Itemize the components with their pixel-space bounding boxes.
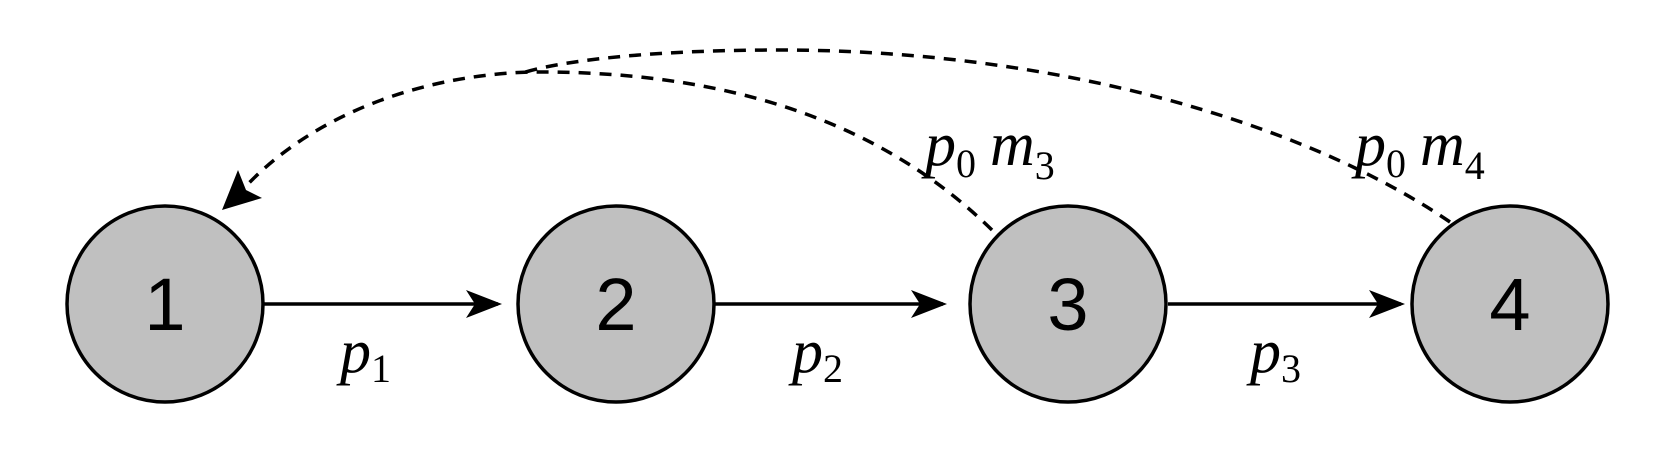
feedback-arrowhead bbox=[222, 170, 262, 210]
node-4: 4 bbox=[1410, 204, 1610, 404]
node-3-label: 3 bbox=[1047, 263, 1088, 346]
feedback-3-m-symbol: m bbox=[990, 111, 1035, 179]
feedback-4-m-symbol: m bbox=[1420, 111, 1465, 179]
edge-1-2-symbol: p bbox=[336, 318, 371, 386]
edge-3-4-subscript: 3 bbox=[1281, 346, 1301, 391]
feedback-4-p-subscript: 0 bbox=[1386, 141, 1406, 186]
edge-3-4-symbol: p bbox=[1246, 318, 1281, 386]
feedback-edge-3-to-1 bbox=[246, 70, 994, 232]
edge-2-3-symbol: p bbox=[788, 318, 823, 386]
node-4-label: 4 bbox=[1489, 263, 1530, 346]
edge-1-2-subscript: 1 bbox=[371, 346, 391, 391]
feedback-3-p-symbol: p bbox=[921, 111, 956, 179]
edge-3-4-label: p3 bbox=[1246, 318, 1301, 391]
feedback-4-m-subscript: 4 bbox=[1465, 143, 1485, 188]
feedback-3-p-subscript: 0 bbox=[956, 141, 976, 186]
edge-1-2-label: p1 bbox=[336, 318, 391, 391]
node-3-circle bbox=[968, 204, 1168, 404]
node-2-label: 2 bbox=[595, 263, 636, 346]
feedback-edge-4-to-1 bbox=[519, 48, 1451, 224]
feedback-4-p-symbol: p bbox=[1351, 111, 1386, 179]
edge-2-3-label: p2 bbox=[788, 318, 843, 391]
node-1: 1 bbox=[65, 204, 265, 404]
edge-2-3-subscript: 2 bbox=[823, 346, 843, 391]
node-4-circle bbox=[1410, 204, 1610, 404]
node-2-circle bbox=[516, 204, 716, 404]
node-3: 3 bbox=[968, 204, 1168, 404]
feedback-3-m-subscript: 3 bbox=[1035, 143, 1055, 188]
node-1-circle bbox=[65, 204, 265, 404]
node-1-label: 1 bbox=[144, 263, 185, 346]
node-2: 2 bbox=[516, 204, 716, 404]
